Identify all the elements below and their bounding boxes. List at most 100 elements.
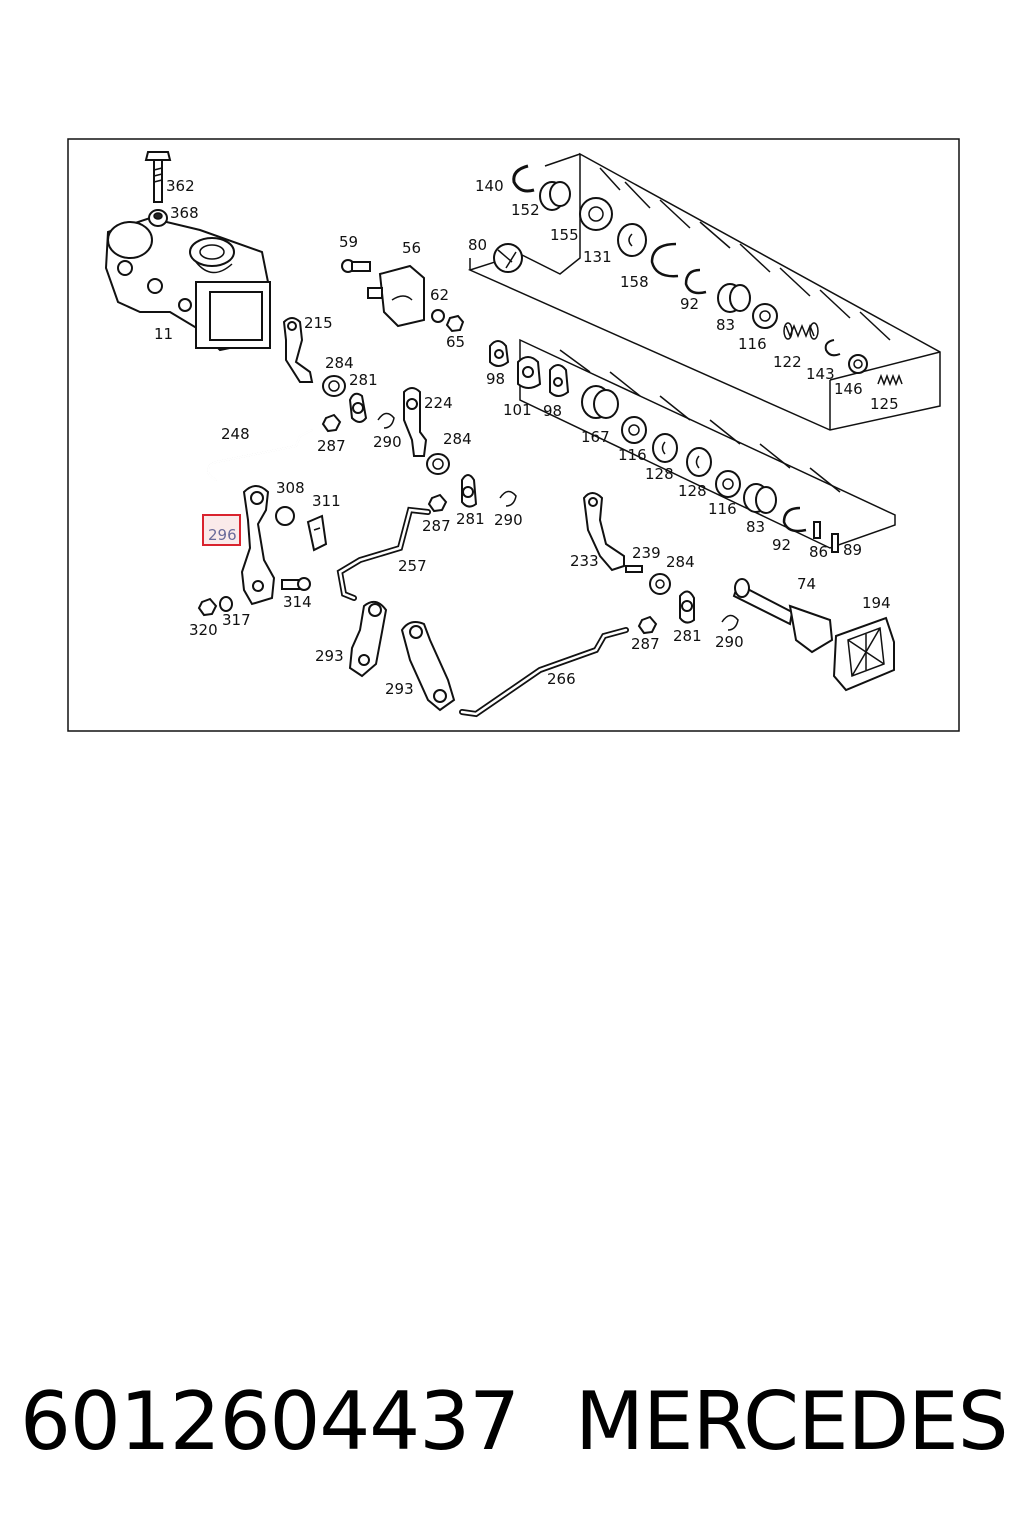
bushing-part-368 xyxy=(148,209,168,227)
selector-housing-part-11 xyxy=(104,216,271,352)
pin-part-239 xyxy=(625,565,643,573)
part-labels: 362 368 11 59 56 62 65 215 284 281 287 2… xyxy=(154,177,899,698)
label-233: 233 xyxy=(570,552,599,570)
label-194: 194 xyxy=(862,594,891,612)
label-98-a: 98 xyxy=(486,370,505,388)
washer-part-116-c xyxy=(715,470,741,498)
label-116-c: 116 xyxy=(708,500,737,518)
exploded-parts-diagram: 362 368 11 59 56 62 65 215 284 281 287 2… xyxy=(67,138,960,732)
bushing-part-167 xyxy=(581,385,619,419)
bolt-part-362 xyxy=(144,151,172,203)
spring-part-122 xyxy=(783,322,819,340)
spring-washer-part-128-b xyxy=(686,447,712,477)
bracket-part-215 xyxy=(282,317,314,383)
label-311: 311 xyxy=(312,492,341,510)
clip-part-281-b xyxy=(461,474,478,508)
gate-plate-part-194 xyxy=(832,616,895,692)
label-80: 80 xyxy=(468,236,487,254)
bushing-part-284-c xyxy=(649,573,671,595)
caption-bar: 6012604437 MERCEDES xyxy=(0,1372,1024,1472)
clip-part-98-b xyxy=(549,364,570,397)
lever-part-293-b xyxy=(400,621,456,712)
label-281-a: 281 xyxy=(349,371,378,389)
pin-part-89 xyxy=(831,533,839,553)
label-284-a: 284 xyxy=(325,354,354,372)
label-257: 257 xyxy=(398,557,427,575)
washer-part-317 xyxy=(219,596,233,612)
washer-part-116-b xyxy=(621,416,647,444)
bushing-part-83-b xyxy=(743,483,777,514)
nut-part-287-a xyxy=(321,413,342,433)
label-146: 146 xyxy=(834,380,863,398)
spring-washer-part-131 xyxy=(617,223,647,257)
label-293-a: 293 xyxy=(315,647,344,665)
upper-parts-tray xyxy=(467,152,941,431)
label-308: 308 xyxy=(276,479,305,497)
lever-part-293-a xyxy=(348,600,388,678)
nut-part-65 xyxy=(445,314,465,333)
lower-parts-tray xyxy=(519,338,896,549)
label-281-c: 281 xyxy=(673,627,702,645)
shaft-part-74 xyxy=(732,578,834,654)
pin-part-86 xyxy=(813,521,821,539)
circlip-part-140 xyxy=(512,164,535,193)
clip-part-281-a xyxy=(348,392,368,423)
label-128-a: 128 xyxy=(645,465,674,483)
washer-part-62 xyxy=(431,309,445,323)
lever-part-296 xyxy=(240,485,276,606)
bolt-part-314 xyxy=(281,577,311,591)
label-284-c: 284 xyxy=(666,553,695,571)
nut-part-287-b xyxy=(427,493,448,513)
label-155: 155 xyxy=(550,226,579,244)
label-140: 140 xyxy=(475,177,504,195)
label-266: 266 xyxy=(547,670,576,688)
label-296: 296 xyxy=(208,526,237,544)
label-65: 65 xyxy=(446,333,465,351)
bushing-part-83-a xyxy=(717,283,751,313)
label-98-b: 98 xyxy=(543,402,562,420)
label-293-b: 293 xyxy=(385,680,414,698)
label-314: 314 xyxy=(283,593,312,611)
label-125: 125 xyxy=(870,395,899,413)
label-83-a: 83 xyxy=(716,316,735,334)
label-215: 215 xyxy=(304,314,333,332)
clip-part-290-a xyxy=(377,412,395,429)
label-143: 143 xyxy=(806,365,835,383)
clip-part-281-c xyxy=(679,590,695,624)
label-362: 362 xyxy=(166,177,195,195)
bushing-part-308 xyxy=(275,506,295,526)
label-320: 320 xyxy=(189,621,218,639)
clip-part-290-b xyxy=(499,490,517,507)
bushing-part-284-a xyxy=(322,375,346,397)
bolt-part-59 xyxy=(341,259,371,273)
label-86: 86 xyxy=(809,543,828,561)
part-number: 6012604437 xyxy=(20,1375,520,1468)
label-281-b: 281 xyxy=(456,510,485,528)
highlight-box-296 xyxy=(202,514,241,546)
cap-part-152 xyxy=(539,181,571,211)
clip-part-290-c xyxy=(721,614,739,631)
rod-part-248 xyxy=(207,429,313,481)
label-59: 59 xyxy=(339,233,358,251)
label-290-a: 290 xyxy=(373,433,402,451)
circlip-part-92-b xyxy=(782,506,807,533)
nut-part-287-c xyxy=(637,615,658,635)
circlip-part-143 xyxy=(824,339,841,357)
label-284-b: 284 xyxy=(443,430,472,448)
label-290-b: 290 xyxy=(494,511,523,529)
washer-part-146 xyxy=(848,354,868,374)
label-116-a: 116 xyxy=(738,335,767,353)
rod-part-266 xyxy=(459,627,629,718)
label-152: 152 xyxy=(511,201,540,219)
spring-washer-part-128-a xyxy=(652,433,678,463)
label-239: 239 xyxy=(632,544,661,562)
label-287-a: 287 xyxy=(317,437,346,455)
label-248: 248 xyxy=(221,425,250,443)
label-224: 224 xyxy=(424,394,453,412)
label-122: 122 xyxy=(773,353,802,371)
rod-part-257 xyxy=(336,506,431,601)
label-83-b: 83 xyxy=(746,518,765,536)
label-131: 131 xyxy=(583,248,612,266)
label-56: 56 xyxy=(402,239,421,257)
label-74: 74 xyxy=(797,575,816,593)
